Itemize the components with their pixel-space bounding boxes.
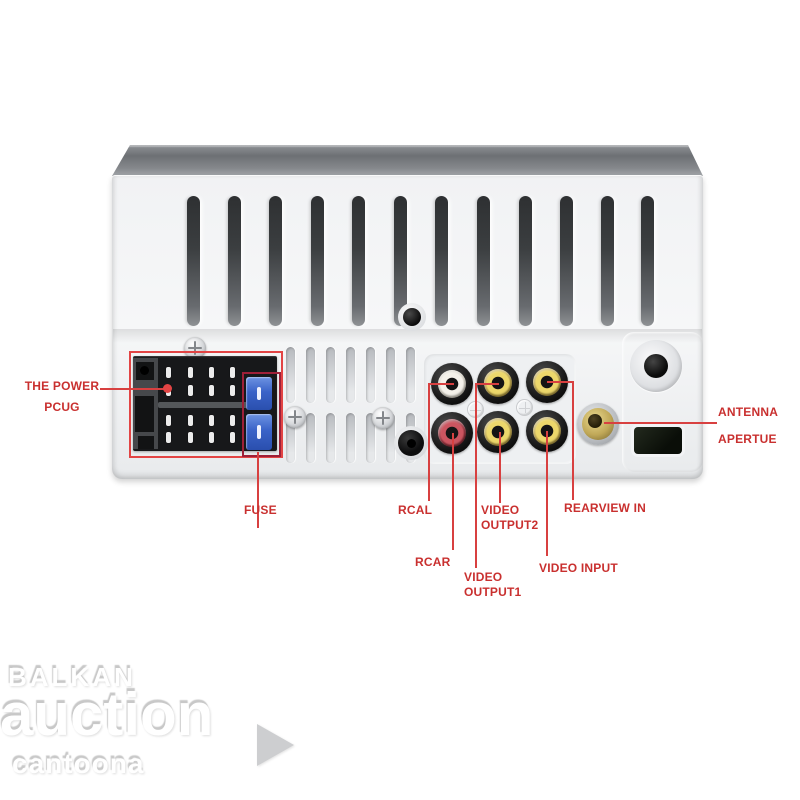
leader-line-antenna — [604, 422, 717, 424]
fin-slot — [477, 196, 490, 326]
watermark-arrow-icon — [257, 724, 294, 766]
label-antenna: ANTENNA APERTUE — [718, 399, 778, 453]
fin-slot — [187, 196, 200, 326]
fin-slot — [560, 196, 573, 326]
label-power: THE POWER PCUG — [20, 376, 104, 418]
leader-line-vo2 — [499, 432, 501, 503]
label-rcal: RCAL — [398, 503, 433, 517]
leader-line-rcal — [428, 383, 430, 501]
vent-slot — [306, 413, 315, 463]
fuse-bottom — [246, 414, 272, 450]
label-vo2-line1: VIDEO — [481, 503, 520, 517]
head-unit-top-face — [112, 145, 703, 176]
leader-line-fuse — [257, 452, 259, 528]
leader-dot-power — [163, 384, 172, 393]
etched-screw — [516, 399, 533, 416]
pin — [188, 367, 193, 378]
fin-slot — [435, 196, 448, 326]
mounting-hole — [403, 308, 421, 326]
pin — [166, 367, 171, 378]
power-highlight-box — [129, 351, 283, 458]
pin — [166, 415, 171, 426]
label-video-output1: VIDEO OUTPUT1 — [464, 570, 521, 600]
fin-slot — [641, 196, 654, 326]
vent-slot — [386, 413, 395, 463]
vent-slot — [406, 347, 415, 403]
connector-divider — [158, 402, 255, 408]
screw — [184, 337, 206, 359]
connector-cutout — [138, 436, 154, 449]
pin — [166, 432, 171, 443]
pin — [209, 385, 214, 396]
fin-slot — [394, 196, 407, 326]
screw — [284, 406, 306, 428]
pin — [230, 367, 235, 378]
leader-line-rearview-h — [547, 381, 574, 383]
leader-line-rearview — [572, 381, 574, 500]
fuse-top — [246, 377, 272, 410]
label-vo1-line2: OUTPUT1 — [464, 585, 522, 599]
leader-line-power — [100, 388, 170, 390]
aux-jack-hole — [407, 439, 416, 448]
vent-slot — [286, 413, 295, 463]
label-rcar: RCAR — [415, 555, 451, 569]
fin-slot — [311, 196, 324, 326]
label-vo1-line1: VIDEO — [464, 570, 503, 584]
pin — [188, 385, 193, 396]
rca-ring — [484, 418, 512, 446]
fin-slot — [352, 196, 365, 326]
label-fuse: FUSE — [244, 503, 277, 517]
connector-hole — [140, 366, 149, 375]
label-rearview-in: REARVIEW IN — [564, 501, 646, 515]
vent-slot — [346, 413, 355, 463]
fin-base-shadow — [113, 329, 702, 343]
rca-jack-video-output2 — [477, 411, 519, 453]
fin-slot — [519, 196, 532, 326]
pin — [230, 415, 235, 426]
label-power-line2: PCUG — [44, 400, 80, 414]
watermark-brand-top: BALKAN — [8, 662, 136, 692]
label-power-line1: THE POWER — [24, 379, 100, 393]
fuse-highlight-box — [242, 372, 281, 457]
leader-line-vo1-h — [475, 383, 499, 385]
watermark-brand-sub: cantoona — [12, 748, 145, 779]
vent-slot — [326, 347, 335, 403]
card-slot — [634, 427, 682, 454]
vent-slot — [286, 347, 295, 403]
pin — [188, 415, 193, 426]
pin — [209, 432, 214, 443]
pin — [188, 432, 193, 443]
antenna-jack-hole — [588, 414, 602, 428]
label-antenna-line1: ANTENNA — [718, 405, 779, 419]
vent-slot — [306, 347, 315, 403]
vent-slot — [366, 347, 375, 403]
fin-slot — [269, 196, 282, 326]
watermark-brand-main: auction — [0, 681, 214, 748]
boss-hole — [644, 354, 668, 378]
fin-slot — [228, 196, 241, 326]
pin — [230, 385, 235, 396]
pin — [209, 415, 214, 426]
label-video-output2: VIDEO OUTPUT2 — [481, 503, 538, 533]
label-video-input: VIDEO INPUT — [539, 561, 618, 575]
vent-slot — [386, 347, 395, 403]
leader-line-rcal-h — [428, 383, 454, 385]
label-vo2-line2: OUTPUT2 — [481, 518, 539, 532]
leader-line-vo1 — [475, 383, 477, 568]
leader-line-video-input — [546, 431, 548, 556]
pin — [209, 367, 214, 378]
leader-line-rcar — [452, 433, 454, 550]
pin — [230, 432, 235, 443]
vent-slot — [326, 413, 335, 463]
screw — [372, 407, 394, 429]
vent-slot — [346, 347, 355, 403]
fin-slot — [601, 196, 614, 326]
connector-cutout — [135, 396, 154, 432]
vent-slot — [366, 413, 375, 463]
label-antenna-line2: APERTUE — [718, 432, 777, 446]
